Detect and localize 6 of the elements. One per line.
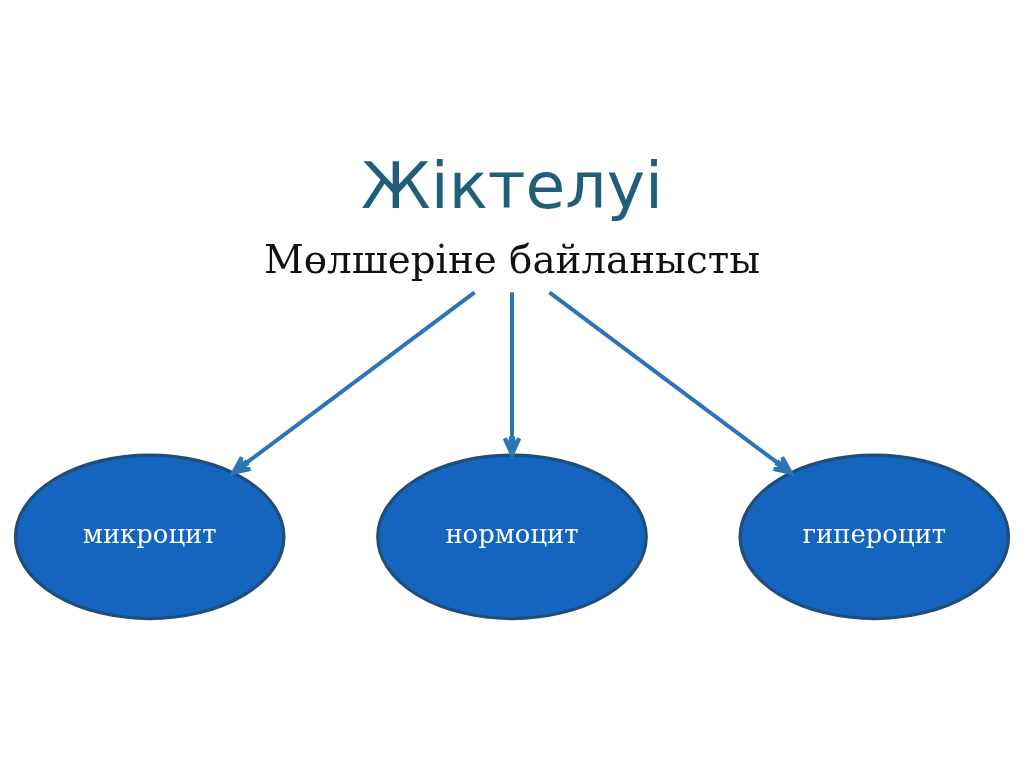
arrow <box>231 290 476 475</box>
arrow <box>502 291 522 457</box>
arrow <box>548 290 793 475</box>
diagram-title: Жіктелуі <box>361 147 663 223</box>
node-text: Мөлшеріне байланысты <box>263 236 761 282</box>
node-ellipse: нормоцит <box>376 453 648 620</box>
